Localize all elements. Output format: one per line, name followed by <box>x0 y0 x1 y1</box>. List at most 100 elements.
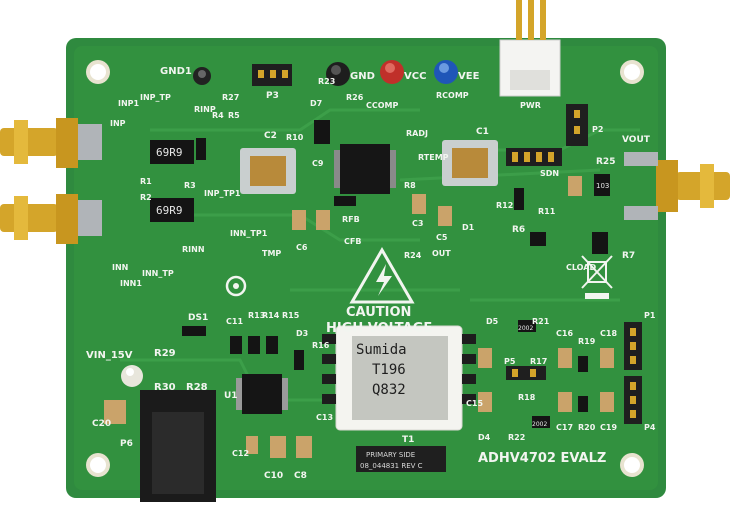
amplifier-ic <box>334 144 396 194</box>
test-point-vin[interactable] <box>121 365 143 387</box>
high-voltage-warning-icon <box>349 246 415 304</box>
label-out: OUT <box>432 249 451 258</box>
jumper-p3[interactable] <box>252 64 292 86</box>
weee-bin-icon <box>581 255 613 299</box>
label-r4: R4 <box>212 111 224 120</box>
label-p1: P1 <box>644 311 656 320</box>
label-vout: VOUT <box>622 135 651 145</box>
label-ccomp: CCOMP <box>366 101 399 110</box>
label-p4: P4 <box>644 423 656 432</box>
label-r27: R27 <box>222 93 239 102</box>
test-point-vee[interactable] <box>434 60 458 84</box>
label-inp1: INP1 <box>118 99 140 108</box>
label-r2: R2 <box>140 193 152 202</box>
label-vin: VIN_15V <box>86 350 133 361</box>
chip-resistors <box>150 120 610 428</box>
label-r10: R10 <box>286 133 304 142</box>
label-c5: C5 <box>436 233 448 242</box>
label-vcc: VCC <box>404 71 426 82</box>
label-vee: VEE <box>458 71 480 82</box>
label-r28: R28 <box>186 382 208 393</box>
capacitor-c2 <box>240 148 296 194</box>
label-rinp: RINP <box>194 105 216 114</box>
label-r17: R17 <box>530 357 547 366</box>
label-rfb: RFB <box>342 215 360 224</box>
label-p2: P2 <box>592 125 603 134</box>
label-r19: R19 <box>578 337 596 346</box>
ic-u1 <box>236 374 288 414</box>
label-c19: C19 <box>600 423 617 432</box>
label-c9: C9 <box>312 159 324 168</box>
label-c18: C18 <box>600 329 617 338</box>
label-c17: C17 <box>556 423 573 432</box>
label-r7: R7 <box>622 251 635 261</box>
label-p3: P3 <box>266 91 279 101</box>
label-sdn: SDN <box>540 169 559 178</box>
label-ds1: DS1 <box>188 313 208 323</box>
label-c11: C11 <box>226 317 243 326</box>
part-number-label: 08_044831 REV C <box>360 462 423 470</box>
label-inp: INP <box>110 119 126 128</box>
label-cfb: CFB <box>344 237 361 246</box>
sma-connector-inp[interactable] <box>0 118 102 168</box>
sma-connector-inn[interactable] <box>0 194 102 244</box>
recycle-mark-icon <box>225 275 247 297</box>
dc-power-jack[interactable] <box>140 390 216 502</box>
label-c1: C1 <box>476 127 489 137</box>
caution-label: CAUTION <box>346 305 411 320</box>
transformer-mark-2: T196 <box>372 362 406 378</box>
header-sdn[interactable] <box>506 148 562 166</box>
header-p5[interactable] <box>506 366 546 380</box>
board-name: ADHV4702 EVALZ <box>478 451 606 466</box>
label-inp-tp: INP_TP <box>140 93 171 102</box>
transformer-t1 <box>322 325 476 431</box>
label-inp-tp1: INP_TP1 <box>204 189 241 198</box>
label-radj: RADJ <box>406 129 428 138</box>
label-c6: C6 <box>296 243 308 252</box>
transformer-mark-1: Sumida <box>356 342 407 358</box>
test-point-gnd[interactable] <box>326 62 350 86</box>
label-p5: P5 <box>504 357 516 366</box>
label-r26: R26 <box>346 93 364 102</box>
test-point-gnd1[interactable] <box>193 67 211 85</box>
label-inn-tp1: INN_TP1 <box>230 229 268 238</box>
label-r30: R30 <box>154 382 176 393</box>
label-inn1: INN1 <box>120 279 142 288</box>
sma-connector-vout[interactable] <box>624 152 730 220</box>
jumper-p2[interactable] <box>566 104 588 146</box>
test-point-vcc[interactable] <box>380 60 404 84</box>
smd-capacitors <box>104 176 614 458</box>
label-r18: R18 <box>518 393 536 402</box>
label-rtemp: RTEMP <box>418 153 449 162</box>
label-gnd: GND <box>350 71 375 82</box>
label-r14: R14 <box>262 311 280 320</box>
label-c15: C15 <box>466 399 483 408</box>
label-d7: D7 <box>310 99 322 108</box>
label-inn: INN <box>112 263 128 272</box>
label-d3: D3 <box>296 329 308 338</box>
resistor-mark-inn: 69R9 <box>156 204 183 217</box>
capacitor-c1 <box>442 140 498 186</box>
header-p1[interactable] <box>624 322 642 370</box>
label-pwr: PWR <box>520 101 541 110</box>
label-r29: R29 <box>154 348 176 359</box>
header-p4[interactable] <box>624 376 642 424</box>
label-c16: C16 <box>556 329 573 338</box>
label-c8: C8 <box>294 471 307 481</box>
label-r1: R1 <box>140 177 152 186</box>
label-p6: P6 <box>120 439 133 449</box>
primary-side-plate <box>356 446 446 472</box>
label-r6: R6 <box>512 225 525 235</box>
label-inn-tp: INN_TP <box>142 269 174 278</box>
power-header-pwr[interactable] <box>499 0 561 97</box>
label-r5: R5 <box>228 111 240 120</box>
label-r11: R11 <box>538 207 556 216</box>
label-r20: R20 <box>578 423 596 432</box>
label-r12: R12 <box>496 201 513 210</box>
label-r21: R21 <box>532 317 550 326</box>
label-r24: R24 <box>404 251 422 260</box>
label-rinn: RINN <box>182 245 205 254</box>
label-c3: C3 <box>412 219 423 228</box>
mounting-holes <box>86 60 644 477</box>
